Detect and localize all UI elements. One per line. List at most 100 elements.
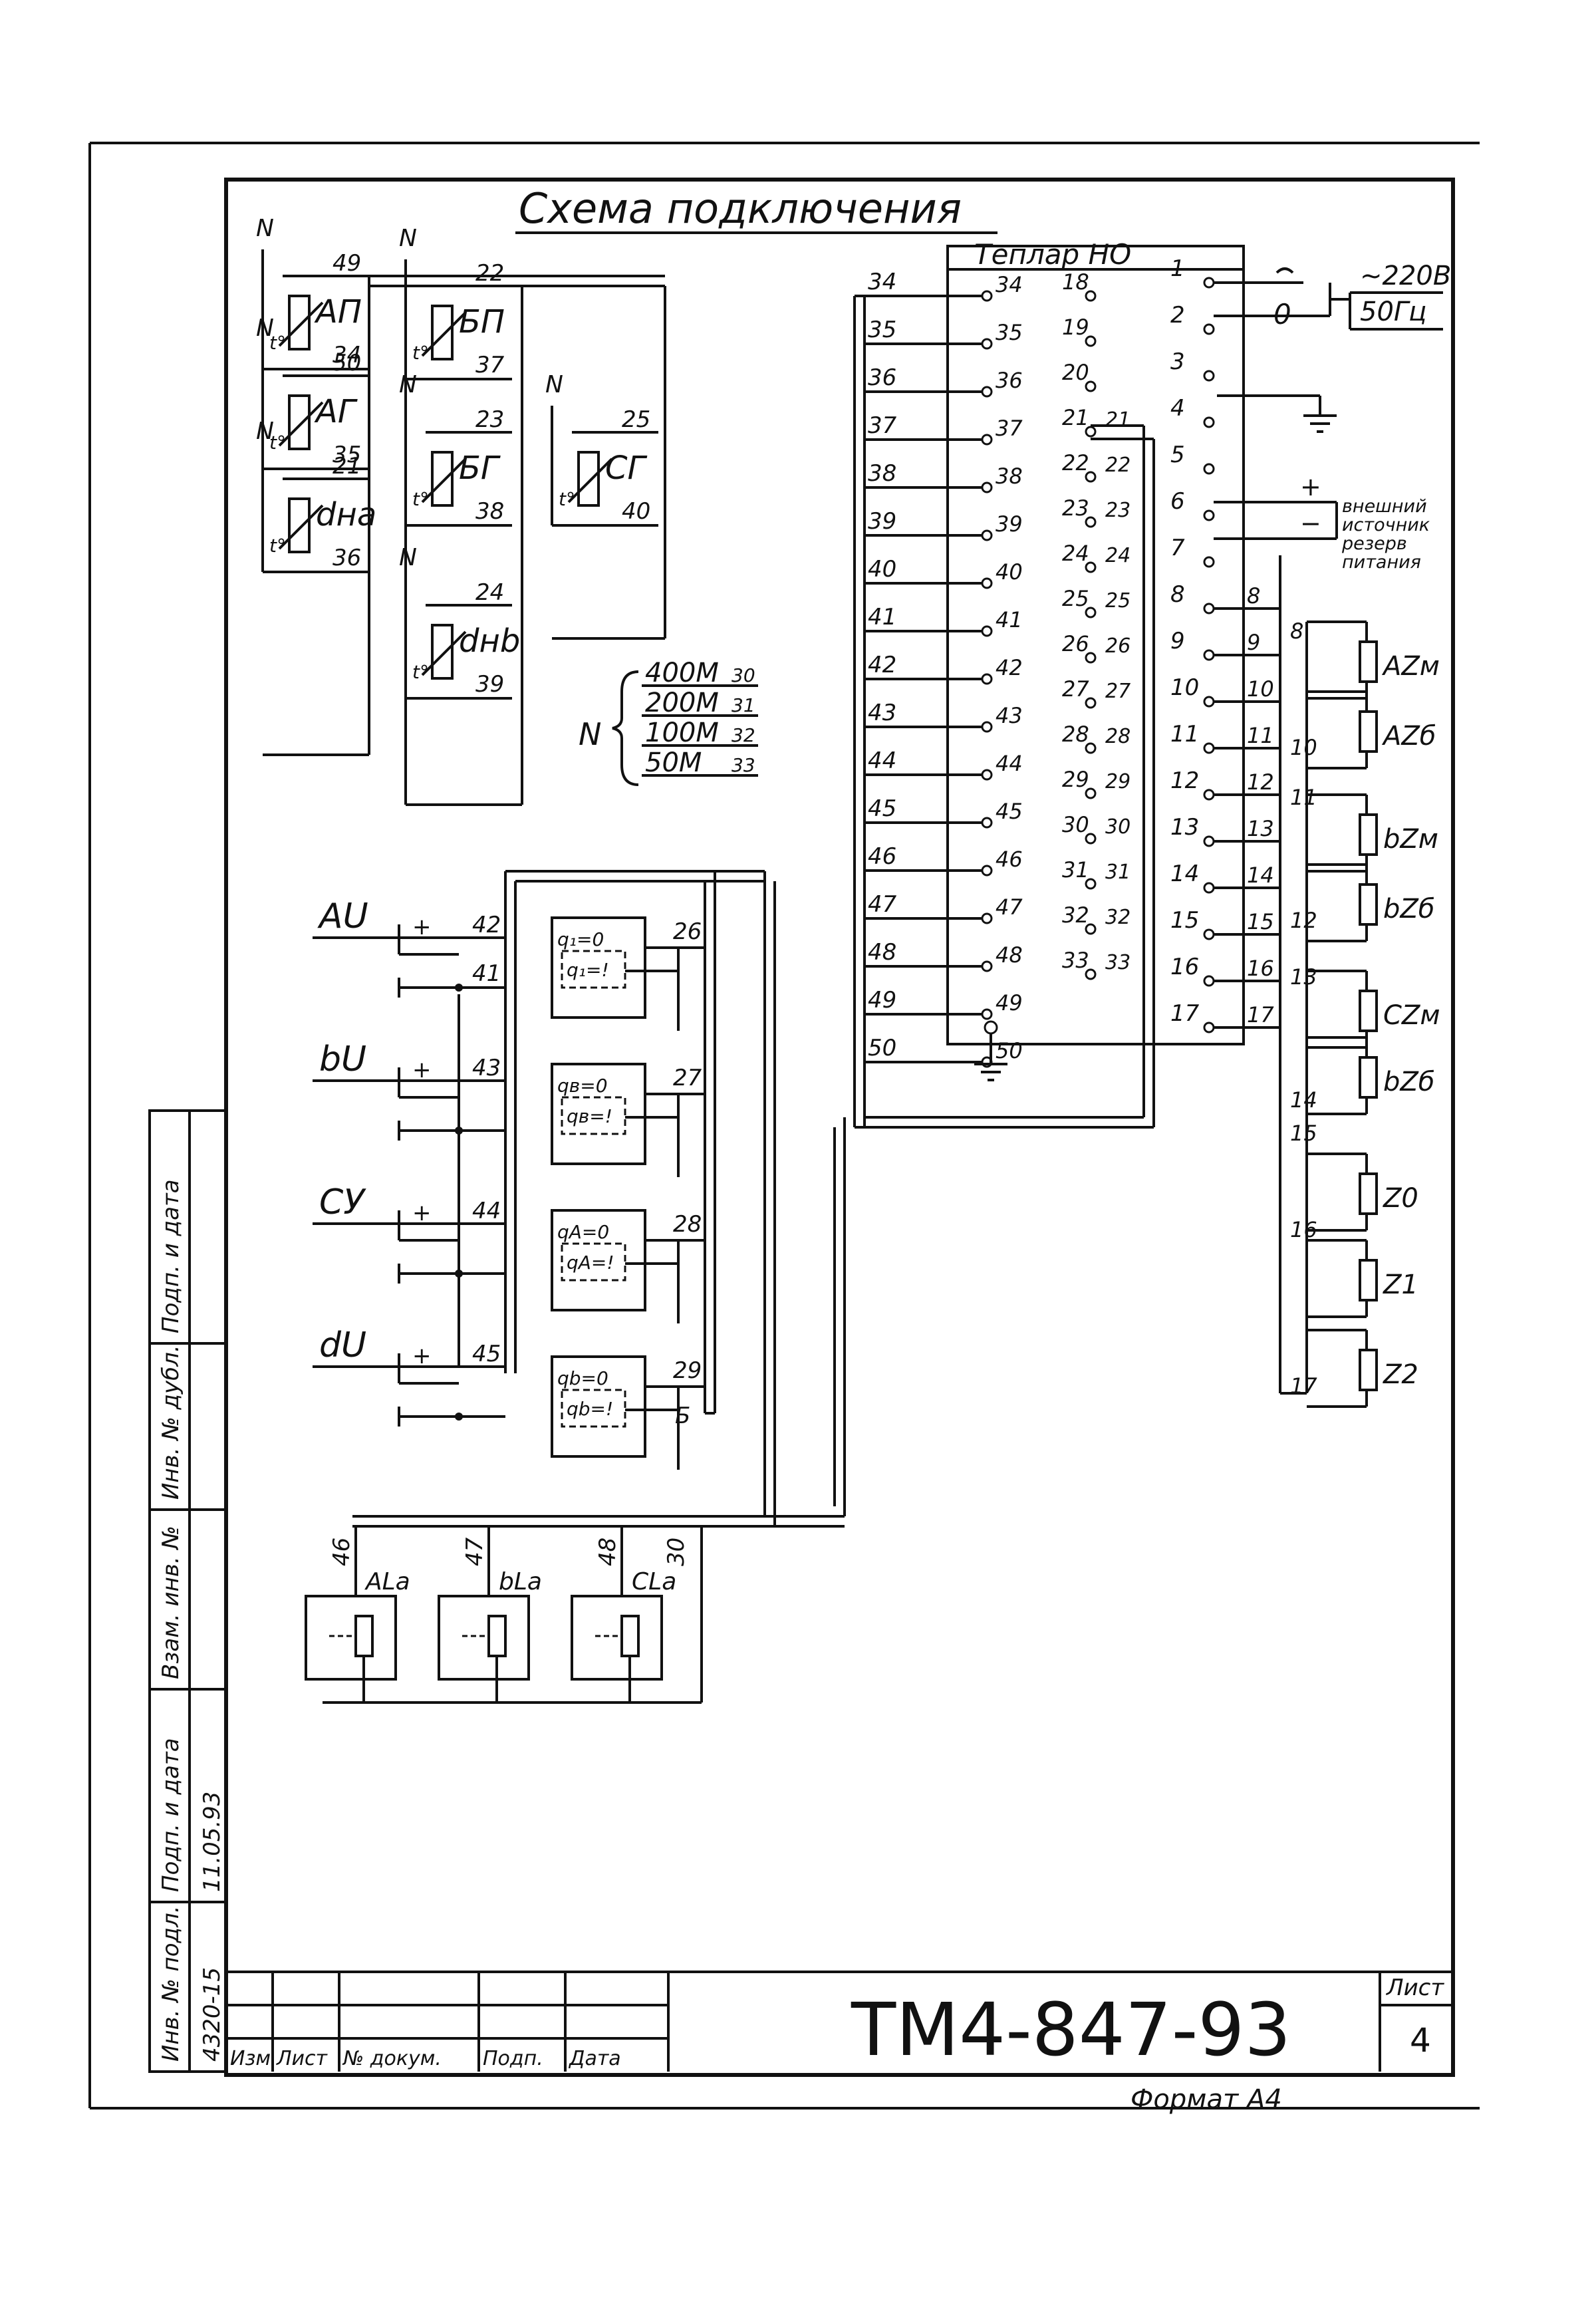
sensor-t-label: t° bbox=[412, 488, 429, 510]
sensor-t-label: t° bbox=[269, 432, 286, 454]
load-resistor bbox=[1359, 883, 1378, 926]
pin-label: 37 bbox=[996, 416, 1023, 441]
terminal bbox=[1203, 416, 1215, 428]
terminal bbox=[1085, 742, 1097, 754]
terminal bbox=[1203, 603, 1215, 614]
signal-label: CУ bbox=[319, 1182, 366, 1222]
sensor-top-pin: 21 bbox=[332, 453, 361, 479]
sensor-top-pin: 22 bbox=[475, 260, 504, 287]
pin-label: 10 bbox=[1247, 676, 1274, 702]
pin-label: 37 bbox=[868, 412, 897, 439]
pin-label: 35 bbox=[868, 317, 896, 343]
load-resistor bbox=[1359, 1056, 1378, 1099]
load-bus-label: 17 bbox=[1290, 1373, 1317, 1399]
stamp-column-header: № докум. bbox=[342, 2047, 442, 2070]
terminal bbox=[981, 386, 993, 398]
backup-plus: + bbox=[1300, 472, 1321, 501]
stamp-column-header: Лист bbox=[276, 2047, 329, 2070]
pin-label: 48 bbox=[996, 942, 1023, 968]
signal-label: dU bbox=[319, 1325, 366, 1365]
sensor-resistor bbox=[431, 624, 454, 680]
pin-label: 11 bbox=[1170, 721, 1199, 748]
terminal bbox=[1085, 652, 1097, 664]
pin-label: 10 bbox=[1170, 674, 1199, 701]
pin-label: 27 bbox=[1105, 680, 1130, 703]
relay-one: qA=! bbox=[567, 1252, 614, 1274]
load-resistor bbox=[1359, 990, 1378, 1032]
signal-plus-pin: 45 bbox=[472, 1341, 501, 1367]
sensor-bottom-pin: 37 bbox=[475, 352, 505, 378]
terminal bbox=[1085, 833, 1097, 845]
actuator-pin: 48 bbox=[595, 1538, 621, 1566]
pin-label: 34 bbox=[996, 272, 1023, 297]
sensor-bottom-pin: 36 bbox=[332, 545, 361, 571]
relay-pin: 27 bbox=[673, 1065, 702, 1091]
range-pin: 30 bbox=[732, 664, 755, 686]
pin-label: 14 bbox=[1170, 861, 1199, 887]
terminal bbox=[981, 338, 993, 350]
terminal bbox=[981, 960, 993, 972]
pin-label: 18 bbox=[1062, 269, 1089, 295]
signal-plus: + bbox=[412, 1200, 432, 1226]
pin-label: 26 bbox=[1062, 631, 1089, 656]
pin-label: 19 bbox=[1062, 315, 1089, 340]
sensor-label: АП bbox=[314, 293, 362, 331]
load-resistor bbox=[1359, 1349, 1378, 1391]
terminal bbox=[1203, 370, 1215, 382]
terminal bbox=[1085, 607, 1097, 618]
load-resistor bbox=[1359, 1259, 1378, 1301]
relay-pin: 28 bbox=[673, 1211, 702, 1238]
terminal bbox=[981, 1008, 993, 1020]
pin-label: 21 bbox=[1062, 405, 1089, 430]
relay-box bbox=[551, 1209, 646, 1311]
terminal bbox=[1085, 968, 1097, 980]
sensor-n-label: N bbox=[399, 371, 417, 398]
backup-line-3: резерв bbox=[1341, 533, 1407, 554]
load-resistor bbox=[1359, 640, 1378, 683]
load-label: bZб bbox=[1383, 894, 1434, 924]
pin-label: 39 bbox=[996, 511, 1023, 537]
range-pin: 31 bbox=[732, 694, 755, 716]
sensor-n-label: N bbox=[399, 225, 417, 252]
pin-label: 14 bbox=[1247, 863, 1274, 888]
signal-input-1: bU+43 bbox=[313, 1039, 505, 1141]
pin-label: 22 bbox=[1062, 450, 1089, 476]
load-label: АZб bbox=[1381, 721, 1436, 751]
sensor-label: dна bbox=[316, 496, 376, 533]
pin-label: 45 bbox=[868, 795, 896, 822]
terminal bbox=[1203, 696, 1215, 708]
terminal bbox=[1203, 975, 1215, 987]
load-label: Z2 bbox=[1383, 1359, 1418, 1390]
relay-one: qв=! bbox=[567, 1105, 612, 1127]
load-8: Z2 bbox=[1307, 1329, 1418, 1408]
terminal bbox=[981, 673, 993, 685]
signal-label: bU bbox=[319, 1039, 366, 1079]
pin-label: 44 bbox=[868, 748, 896, 774]
sensor-label: БГ bbox=[459, 450, 501, 487]
terminal bbox=[1085, 380, 1097, 392]
supply-frequency: 50Гц bbox=[1360, 297, 1426, 327]
terminal bbox=[1085, 561, 1097, 573]
pin-label: 35 bbox=[996, 320, 1023, 345]
load-2: bZм bbox=[1307, 793, 1438, 873]
pin-label: 22 bbox=[1105, 454, 1130, 477]
load-7: Z1 bbox=[1307, 1239, 1418, 1318]
pin-label: 50 bbox=[868, 1035, 896, 1061]
relay-box bbox=[551, 1063, 646, 1165]
terminal bbox=[981, 769, 993, 781]
load-label: bZм bbox=[1383, 824, 1438, 855]
pin-label: 5 bbox=[1170, 442, 1185, 468]
sensor-t-label: t° bbox=[269, 535, 286, 557]
sensor-resistor bbox=[288, 394, 311, 450]
pin-label: 2 bbox=[1170, 302, 1185, 329]
pin-label: 23 bbox=[1062, 495, 1089, 521]
sensor-n-label: N bbox=[399, 544, 417, 571]
pin-label: 13 bbox=[1247, 816, 1274, 841]
terminal bbox=[981, 481, 993, 493]
